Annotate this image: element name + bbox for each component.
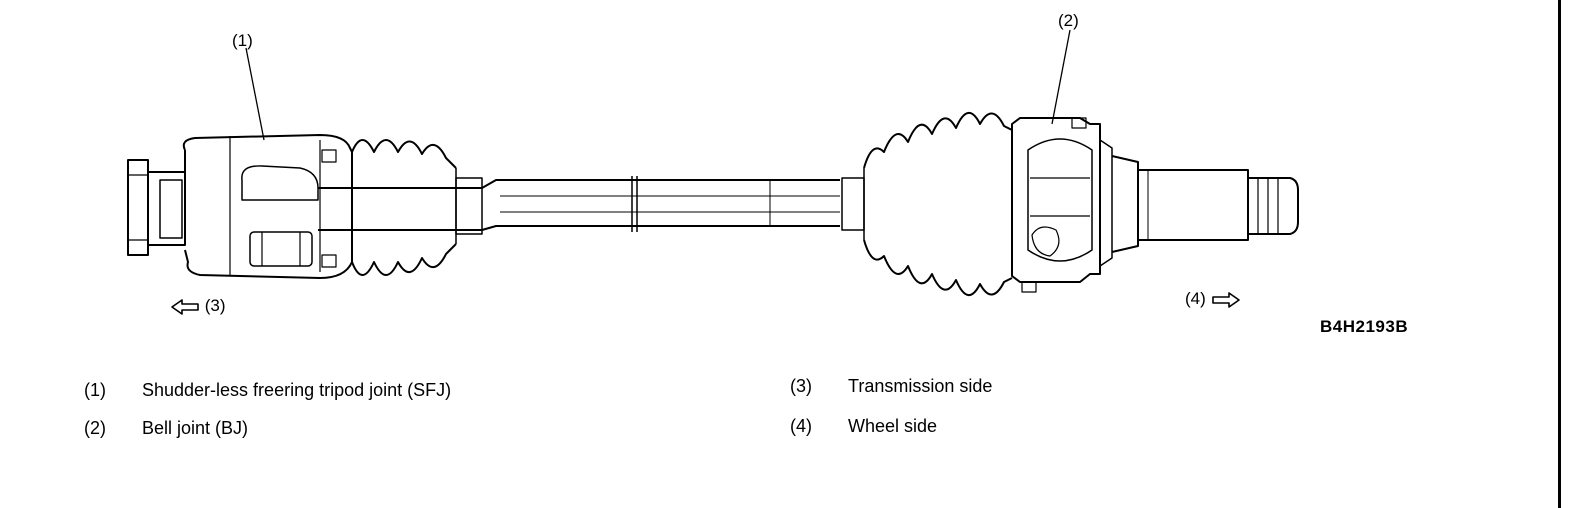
wheel-side-marker: (4) <box>1185 290 1241 309</box>
legend-num: (2) <box>84 418 106 438</box>
bj-boot <box>841 112 1013 296</box>
transmission-stub <box>127 159 186 256</box>
transmission-side-marker: (3) <box>170 297 226 316</box>
legend-item-2: (2) Bell joint (BJ) <box>84 418 248 439</box>
hollow-arrow-left-icon <box>171 298 199 315</box>
sfj-boot <box>351 139 483 276</box>
wheel-spindle <box>1111 155 1299 253</box>
legend-text: Wheel side <box>848 416 938 436</box>
callout-1: (1) <box>232 31 253 50</box>
leader-line-1 <box>245 47 265 141</box>
bj-housing <box>1011 117 1113 293</box>
legend-item-4: (4) Wheel side <box>790 416 937 437</box>
right-border <box>1558 0 1561 508</box>
legend-text: Shudder-less freering tripod joint (SFJ) <box>142 380 452 400</box>
legend-num: (3) <box>790 376 812 396</box>
main-shaft <box>318 176 840 232</box>
callout-2: (2) <box>1058 11 1079 30</box>
leader-line-2 <box>1051 29 1071 125</box>
callout-4: (4) <box>1185 289 1206 308</box>
legend-item-3: (3) Transmission side <box>790 376 992 397</box>
legend-text: Bell joint (BJ) <box>142 418 249 438</box>
hollow-arrow-right-icon <box>1211 291 1240 308</box>
legend-text: Transmission side <box>848 376 993 396</box>
sfj-housing <box>182 134 353 279</box>
legend-num: (1) <box>84 380 106 400</box>
legend-item-1: (1) Shudder-less freering tripod joint (… <box>84 380 451 401</box>
legend-num: (4) <box>790 416 812 436</box>
callout-3: (3) <box>204 296 226 315</box>
figure-code: B4H2193B <box>1320 317 1409 336</box>
